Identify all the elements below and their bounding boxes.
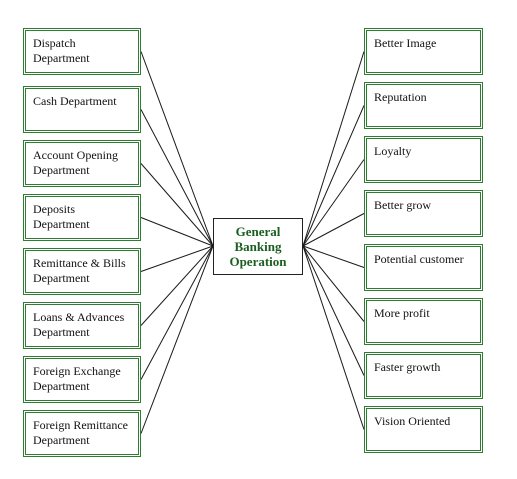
left-node-3: Account Opening Department — [23, 140, 141, 187]
center-node: General Banking Operation — [213, 218, 303, 275]
connector-right-7 — [302, 245, 365, 376]
connector-right-1 — [302, 51, 365, 247]
connector-left-8 — [140, 245, 214, 434]
connector-left-5 — [140, 245, 214, 272]
connector-right-2 — [302, 105, 365, 247]
connector-left-6 — [140, 245, 214, 326]
right-node-1: Better Image — [364, 28, 483, 75]
left-node-label: Foreign Exchange Department — [25, 358, 139, 401]
right-node-label: Better Image — [366, 30, 481, 73]
connector-right-8 — [302, 245, 365, 430]
right-node-6: More profit — [364, 298, 483, 345]
connector-left-4 — [140, 217, 214, 247]
right-node-label: Faster growth — [366, 354, 481, 397]
right-node-8: Vision Oriented — [364, 406, 483, 453]
left-node-label: Loans & Advances Department — [25, 304, 139, 347]
right-node-label: More profit — [366, 300, 481, 343]
right-node-label: Better grow — [366, 192, 481, 235]
right-node-label: Reputation — [366, 84, 481, 127]
right-node-7: Faster growth — [364, 352, 483, 399]
right-node-label: Potential customer — [366, 246, 481, 289]
right-node-5: Potential customer — [364, 244, 483, 291]
connector-left-7 — [140, 245, 214, 380]
left-node-label: Deposits Department — [25, 196, 139, 239]
right-node-2: Reputation — [364, 82, 483, 129]
right-node-4: Better grow — [364, 190, 483, 237]
left-node-5: Remittance & Bills Department — [23, 248, 141, 295]
connector-right-6 — [302, 245, 365, 322]
connector-right-3 — [302, 159, 365, 247]
right-node-3: Loyalty — [364, 136, 483, 183]
center-node-label: General Banking Operation — [229, 224, 287, 269]
right-node-label: Loyalty — [366, 138, 481, 181]
left-node-6: Loans & Advances Department — [23, 302, 141, 349]
left-node-7: Foreign Exchange Department — [23, 356, 141, 403]
connector-right-4 — [302, 213, 365, 247]
right-node-label: Vision Oriented — [366, 408, 481, 451]
left-node-label: Account Opening Department — [25, 142, 139, 185]
connector-left-1 — [140, 51, 214, 247]
left-node-label: Cash Department — [25, 88, 139, 131]
left-node-2: Cash Department — [23, 86, 141, 133]
left-node-label: Dispatch Department — [25, 30, 139, 73]
left-node-label: Remittance & Bills Department — [25, 250, 139, 293]
left-node-label: Foreign Remittance Department — [25, 412, 139, 455]
left-node-8: Foreign Remittance Department — [23, 410, 141, 457]
left-node-1: Dispatch Department — [23, 28, 141, 75]
connector-left-3 — [140, 163, 214, 247]
connector-left-2 — [140, 109, 214, 247]
left-node-4: Deposits Department — [23, 194, 141, 241]
connector-right-5 — [302, 245, 365, 268]
